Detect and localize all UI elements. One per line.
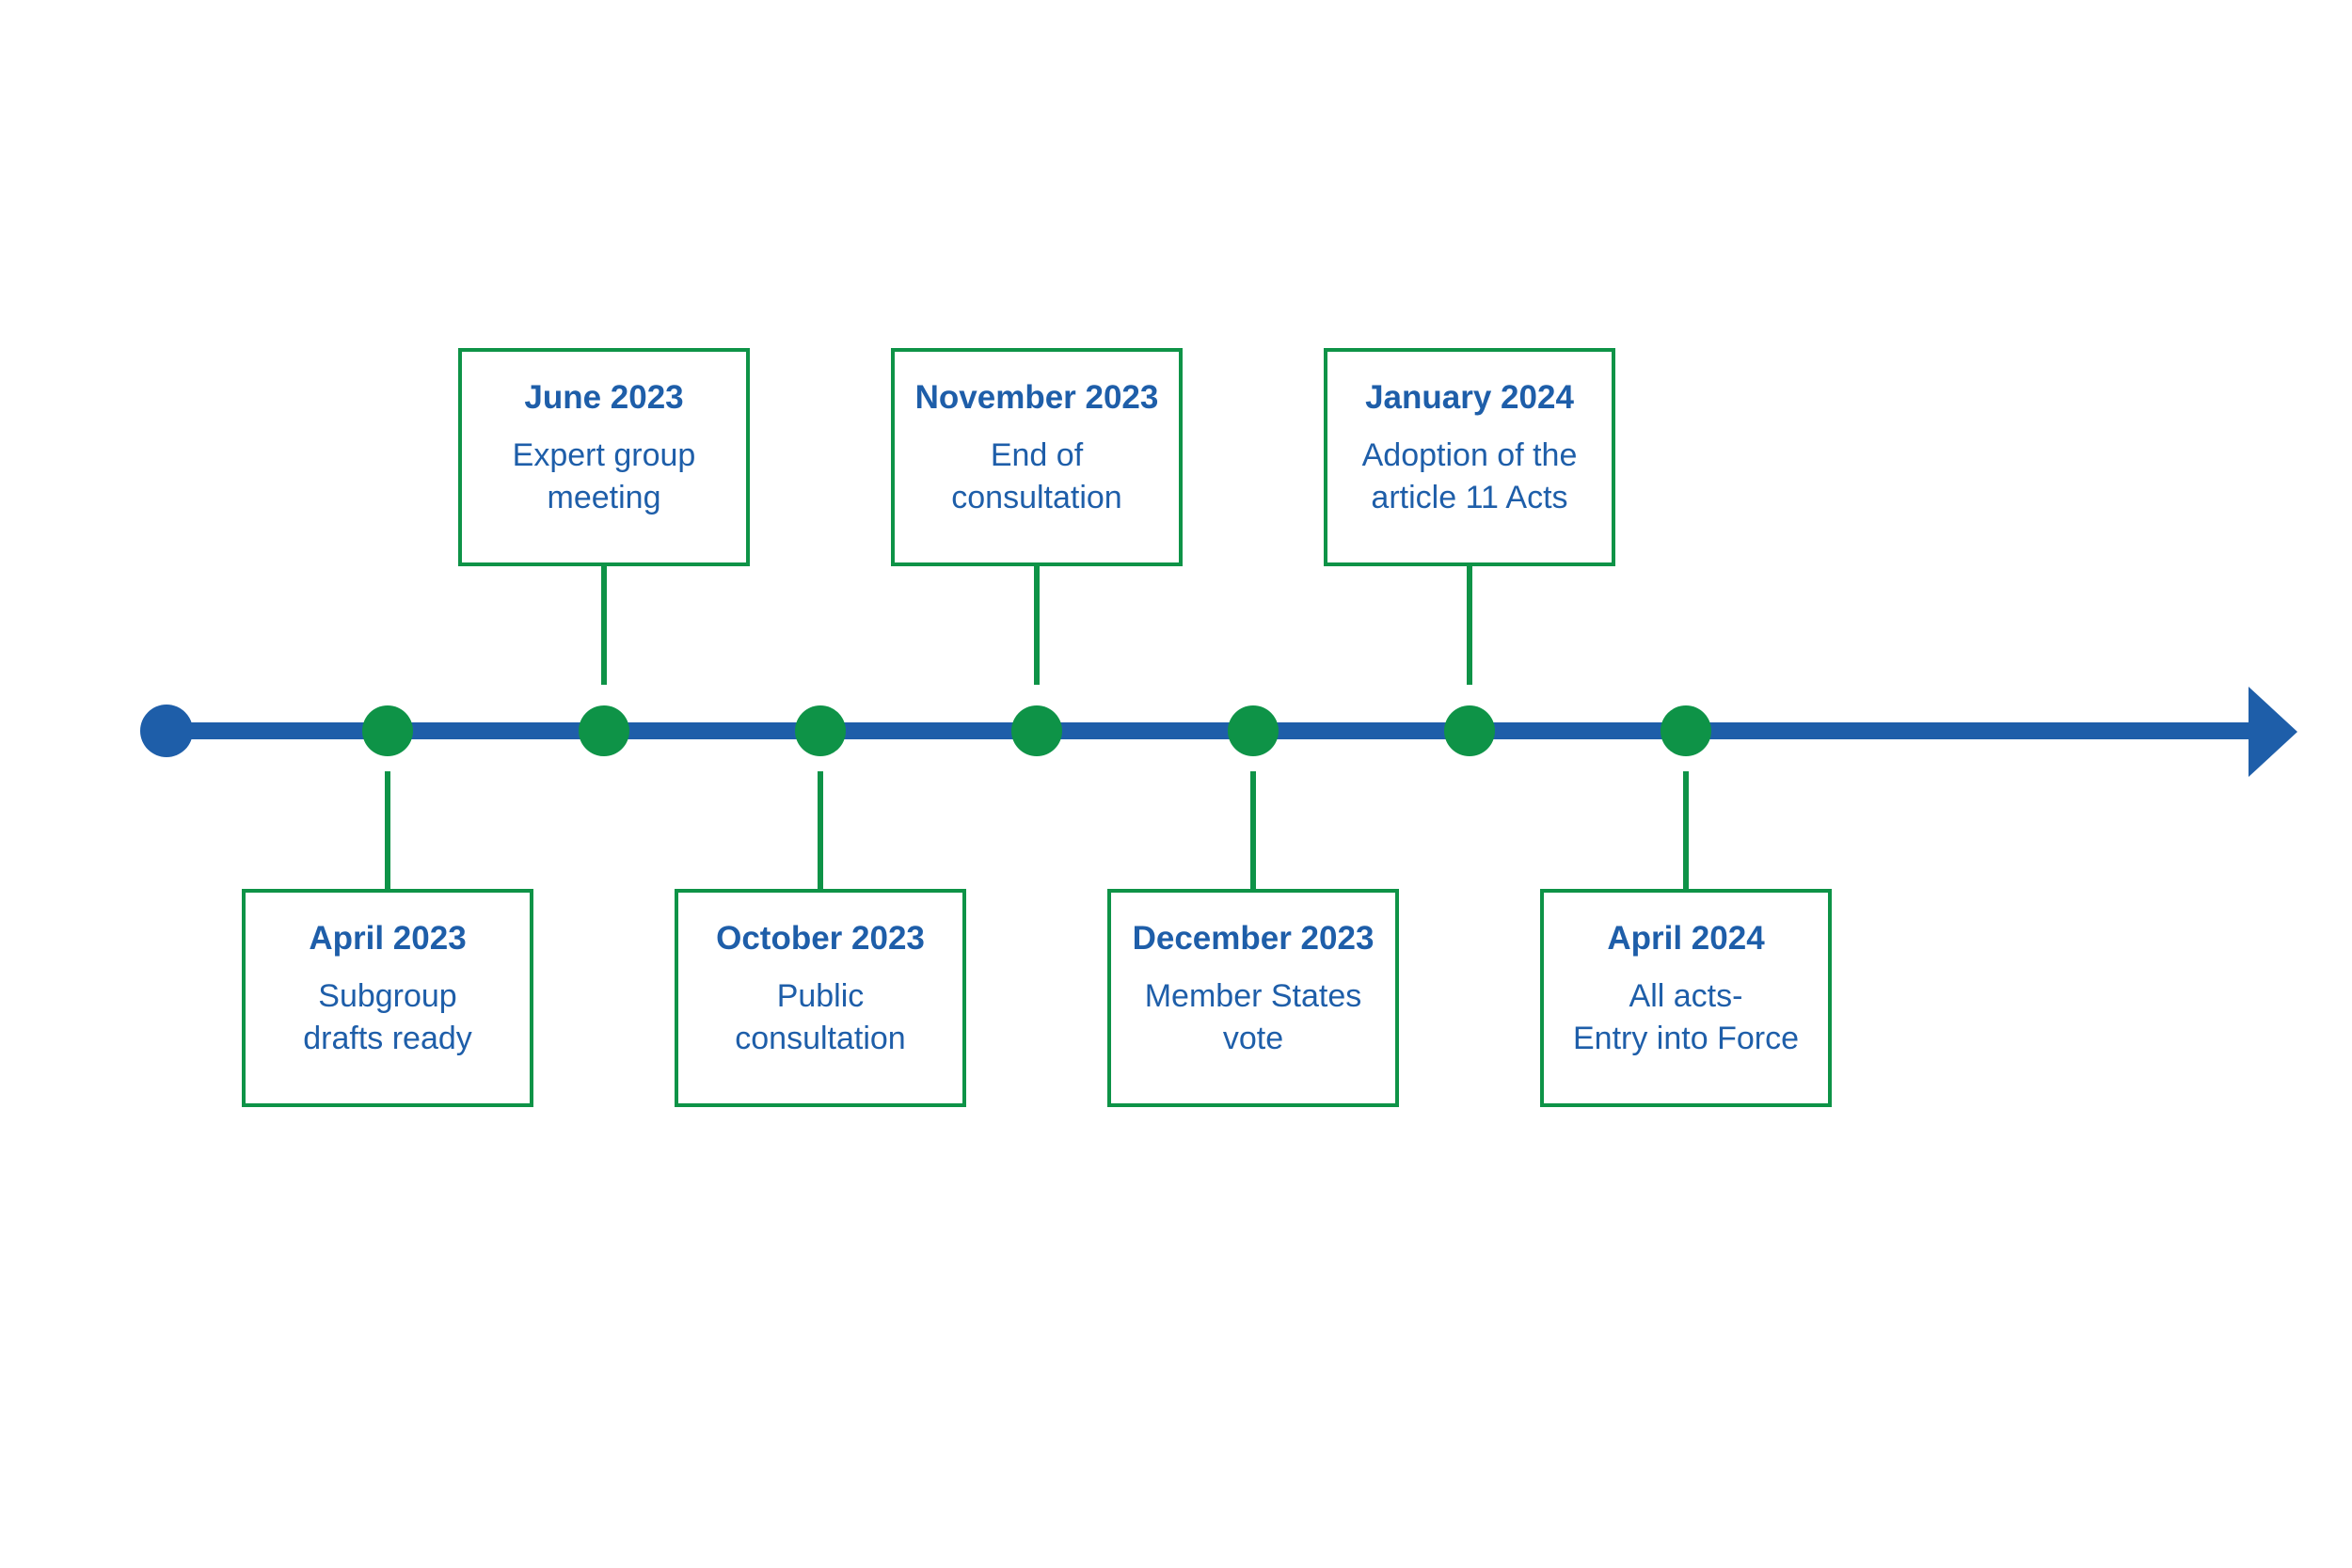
event-description-line: meeting <box>547 480 661 515</box>
event-box-april-2023: April 2023 Subgroup drafts ready <box>242 889 533 1107</box>
event-description: All acts- Entry into Force <box>1544 975 1828 1060</box>
event-box-june-2023: June 2023 Expert group meeting <box>458 348 750 566</box>
event-dot-june-2023 <box>579 705 629 756</box>
event-box-november-2023: November 2023 End of consultation <box>891 348 1183 566</box>
event-description: Expert group meeting <box>462 435 746 519</box>
connector-april-2023 <box>385 771 390 889</box>
event-date: June 2023 <box>524 379 684 416</box>
event-box-january-2024: January 2024 Adoption of the article 11 … <box>1324 348 1615 566</box>
event-description: End of consultation <box>895 435 1179 519</box>
connector-december-2023 <box>1250 771 1256 889</box>
connector-april-2024 <box>1683 771 1689 889</box>
event-box-december-2023: December 2023 Member States vote <box>1107 889 1399 1107</box>
connector-june-2023 <box>601 566 607 685</box>
event-description-line: vote <box>1222 1021 1284 1056</box>
event-description: Subgroup drafts ready <box>246 975 530 1060</box>
arrow-right-icon <box>2249 687 2297 777</box>
event-date: January 2024 <box>1365 379 1574 416</box>
event-description-line: Subgroup <box>318 978 457 1014</box>
timeline-start-dot <box>140 705 193 757</box>
event-description: Public consultation <box>678 975 962 1060</box>
event-description-line: consultation <box>735 1021 906 1056</box>
event-description-line: Expert group <box>512 437 696 473</box>
event-description-line: article 11 Acts <box>1371 480 1568 515</box>
event-dot-december-2023 <box>1228 705 1279 756</box>
event-dot-january-2024 <box>1444 705 1495 756</box>
event-description: Adoption of the article 11 Acts <box>1327 435 1612 519</box>
event-dot-november-2023 <box>1011 705 1062 756</box>
event-description: Member States vote <box>1111 975 1395 1060</box>
event-box-april-2024: April 2024 All acts- Entry into Force <box>1540 889 1832 1107</box>
event-description-line: Member States <box>1144 978 1362 1014</box>
event-description-line: Public <box>776 978 865 1014</box>
event-dot-april-2024 <box>1661 705 1711 756</box>
connector-october-2023 <box>818 771 823 889</box>
event-description-line: Adoption of the <box>1361 437 1578 473</box>
event-description-line: drafts ready <box>303 1021 472 1056</box>
event-box-october-2023: October 2023 Public consultation <box>675 889 966 1107</box>
event-date: December 2023 <box>1132 920 1375 957</box>
event-date: November 2023 <box>914 379 1159 416</box>
event-description-line: consultation <box>951 480 1122 515</box>
event-date: April 2023 <box>309 920 467 957</box>
event-description-line: End of <box>990 437 1084 473</box>
event-dot-october-2023 <box>795 705 846 756</box>
timeline-axis <box>162 722 2250 739</box>
connector-november-2023 <box>1034 566 1040 685</box>
event-date: April 2024 <box>1607 920 1765 957</box>
connector-january-2024 <box>1467 566 1472 685</box>
event-dot-april-2023 <box>362 705 413 756</box>
event-description-line: Entry into Force <box>1573 1021 1799 1056</box>
event-description-line: All acts- <box>1629 978 1743 1014</box>
event-date: October 2023 <box>716 920 925 957</box>
